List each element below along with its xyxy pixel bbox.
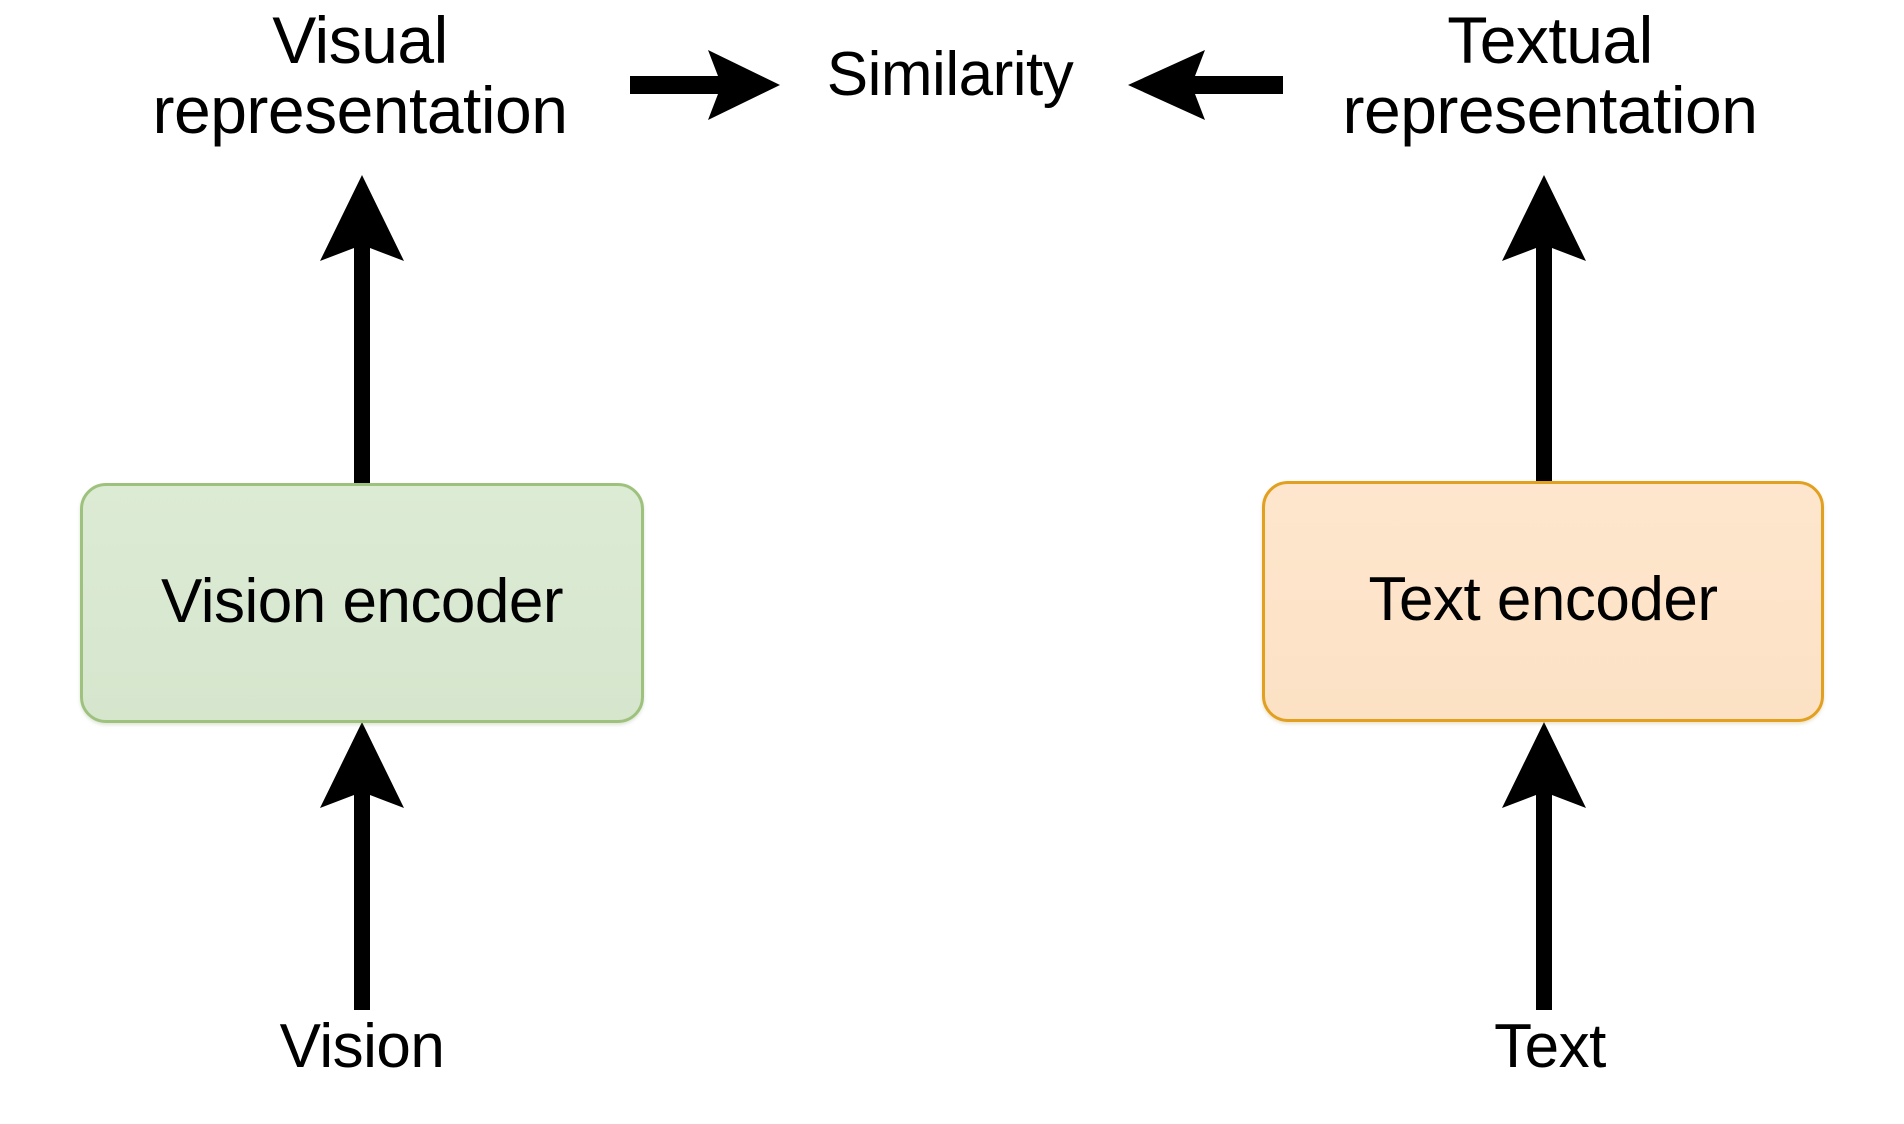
textual-representation-line1: Textual: [1447, 3, 1653, 77]
vision-input-arrow: [320, 722, 404, 1010]
text-input-arrow: [1502, 722, 1586, 1010]
visual-representation-line2: representation: [152, 72, 568, 147]
text-encoder-label: Text encoder: [1368, 565, 1719, 634]
arrow-left-shape: [1128, 50, 1283, 120]
vision-output-arrow: [320, 175, 404, 487]
textual-to-similarity-arrow: [1128, 50, 1283, 120]
text-encoder-node[interactable]: Text encoder: [1262, 481, 1824, 722]
arrow-up-shape: [320, 722, 404, 1010]
vision-encoder-label: Vision encoder: [160, 566, 564, 636]
arrow-up-shape: [320, 175, 404, 487]
vision-encoder-node[interactable]: Vision encoder: [80, 483, 644, 723]
arrow-up-shape: [1502, 175, 1586, 485]
visual-representation-line1: Visual: [272, 3, 448, 77]
text-input-label: Text: [1494, 1012, 1606, 1081]
similarity-label: Similarity: [826, 40, 1074, 109]
vision-input-label: Vision: [279, 1012, 445, 1081]
visual-to-similarity-arrow: [630, 50, 780, 120]
arrow-right-shape: [630, 50, 780, 120]
arrow-up-shape: [1502, 722, 1586, 1010]
textual-representation-line2: representation: [1342, 72, 1758, 147]
text-output-arrow: [1502, 175, 1586, 485]
